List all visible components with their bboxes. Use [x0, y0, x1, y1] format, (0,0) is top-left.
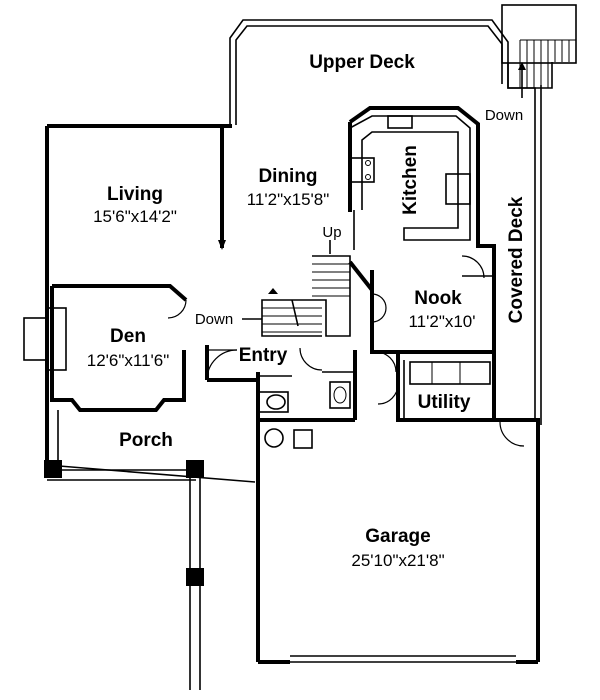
stair-down-label: Down [195, 311, 233, 328]
porch-label: Porch [119, 430, 173, 451]
main-stair [261, 240, 351, 337]
garage-size: 25'10"x21'8" [351, 551, 444, 570]
interior-walls [207, 210, 540, 422]
den-label: Den [110, 326, 146, 347]
utility-label: Utility [418, 392, 471, 413]
den-size: 12'6"x11'6" [87, 351, 170, 370]
deck-stair-down-label: Down [485, 107, 523, 124]
living-divider [218, 130, 226, 250]
den-walls [23, 284, 209, 412]
living-label: Living [107, 184, 163, 205]
porch [44, 410, 256, 690]
upper-deck-label: Upper Deck [309, 52, 415, 73]
dining-label: Dining [258, 166, 317, 187]
living-size: 15'6"x14'2" [93, 207, 177, 226]
deck-stair [501, 4, 577, 98]
nook-label: Nook [414, 288, 462, 309]
half-bath [257, 381, 351, 413]
entry-label: Entry [239, 345, 288, 366]
covered-deck-label: Covered Deck [506, 196, 527, 323]
garage-walls [256, 420, 540, 664]
nook-size: 11'2"x10' [408, 312, 475, 331]
kitchen-label: Kitchen [400, 145, 421, 215]
stair-up-label: Up [322, 224, 341, 241]
door-swings [167, 255, 525, 447]
dining-size: 11'2"x15'8" [247, 190, 330, 209]
garage-label: Garage [365, 526, 430, 547]
kitchen-counters [349, 115, 471, 241]
